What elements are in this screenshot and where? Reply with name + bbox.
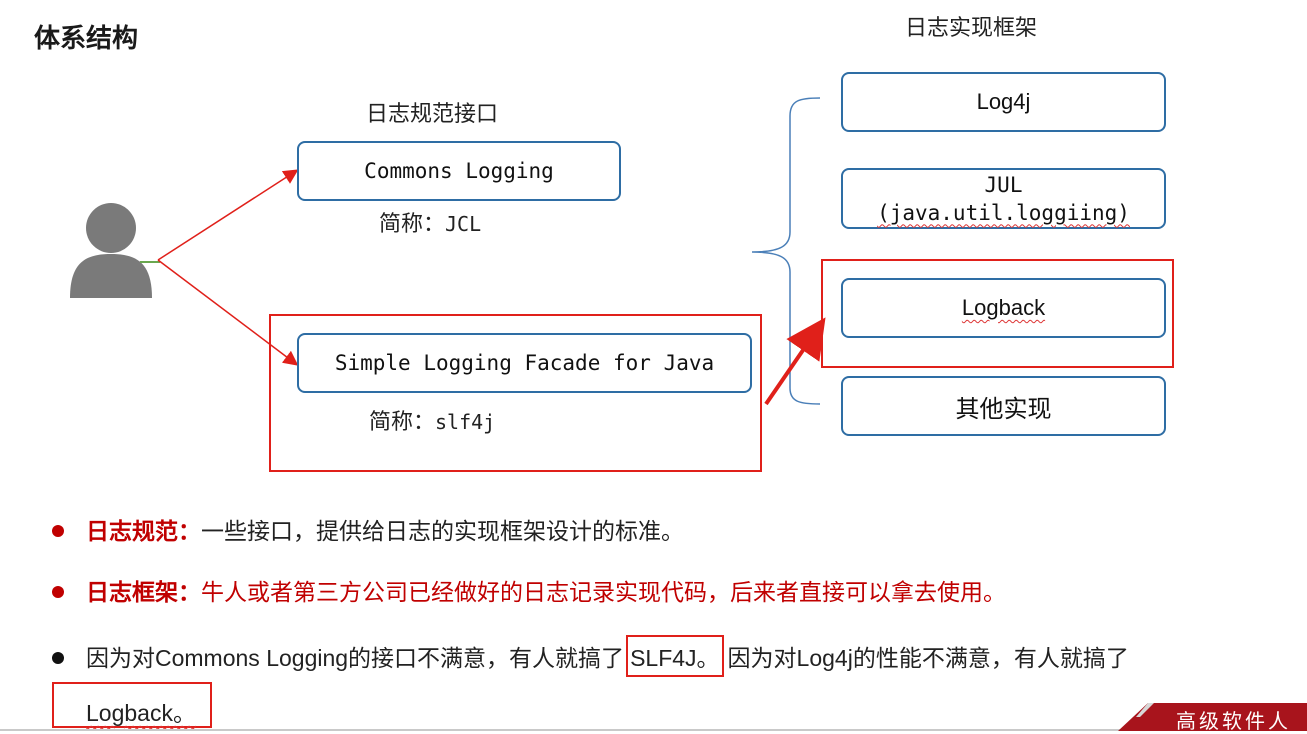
bullet-history-text-a: 因为对Commons Logging的接口不满意，有人就搞了 <box>86 645 625 671</box>
logback-label: Logback <box>961 295 1046 320</box>
user-icon <box>70 203 160 298</box>
slf4j-label: Simple Logging Facade for Java <box>334 351 715 375</box>
logback-box: Logback <box>841 278 1166 338</box>
slf4j-abbr-value: slf4j <box>435 410 496 434</box>
bullet-dot-icon <box>52 651 64 664</box>
slf4j-inline-highlight: SLF4J。 <box>626 635 724 677</box>
logback-inline-highlight-frame <box>52 682 212 728</box>
slf4j-abbr: 简称：slf4j <box>369 404 495 436</box>
log4j-box: Log4j <box>841 72 1166 132</box>
bullet-history-text-b: 因为对Log4j的性能不满意，有人就搞了 <box>727 645 1129 671</box>
jul-label: JUL <box>984 172 1023 197</box>
facade-heading: 日志规范接口 <box>366 101 499 126</box>
bullet-framework-text: 牛人或者第三方公司已经做好的日志记录实现代码，后来者直接可以拿去使用。 <box>201 579 1006 605</box>
jcl-abbr-prefix: 简称： <box>379 211 446 236</box>
arrow-to-jcl <box>157 169 299 261</box>
footer-text: 高级软件人 <box>1176 709 1291 733</box>
other-impl-label: 其他实现 <box>955 395 1052 423</box>
slf4j-highlight-frame <box>269 314 762 472</box>
impl-heading: 日志实现框架 <box>905 15 1038 40</box>
bullet-spec-text: 一些接口，提供给日志的实现框架设计的标准。 <box>201 518 684 544</box>
bullet-history-logback-text: Logback。 <box>86 700 196 726</box>
slf4j-box: Simple Logging Facade for Java <box>297 333 752 393</box>
brace-icon <box>751 97 821 405</box>
jcl-abbr: 简称：JCL <box>379 206 481 238</box>
page-title: 体系结构 <box>34 23 139 53</box>
bottom-divider <box>0 729 1307 731</box>
arrow-slf4j-to-logback <box>764 317 826 406</box>
bullet-spec: 日志规范：一些接口，提供给日志的实现框架设计的标准。 <box>52 512 684 546</box>
bullet-dot-icon <box>52 524 64 537</box>
bullet-dot-icon <box>52 585 64 598</box>
bullet-framework: 日志框架：牛人或者第三方公司已经做好的日志记录实现代码，后来者直接可以拿去使用。 <box>52 573 1006 607</box>
slf4j-abbr-prefix: 简称： <box>369 409 436 434</box>
bullet-history-logback: Logback。 <box>86 694 196 728</box>
bullet-framework-label: 日志框架： <box>86 579 201 605</box>
jcl-label: Commons Logging <box>364 159 554 183</box>
logback-highlight-frame <box>821 259 1174 368</box>
jul-sublabel: (java.util.loggiing) <box>877 200 1130 225</box>
log4j-label: Log4j <box>976 89 1031 114</box>
bullet-spec-label: 日志规范： <box>86 518 201 544</box>
arrow-to-slf4j <box>157 259 299 366</box>
jul-box: JUL (java.util.loggiing) <box>841 168 1166 229</box>
other-impl-box: 其他实现 <box>841 376 1166 436</box>
footer-banner <box>1118 703 1307 731</box>
jcl-box: Commons Logging <box>297 141 621 201</box>
jcl-abbr-value: JCL <box>445 212 482 236</box>
